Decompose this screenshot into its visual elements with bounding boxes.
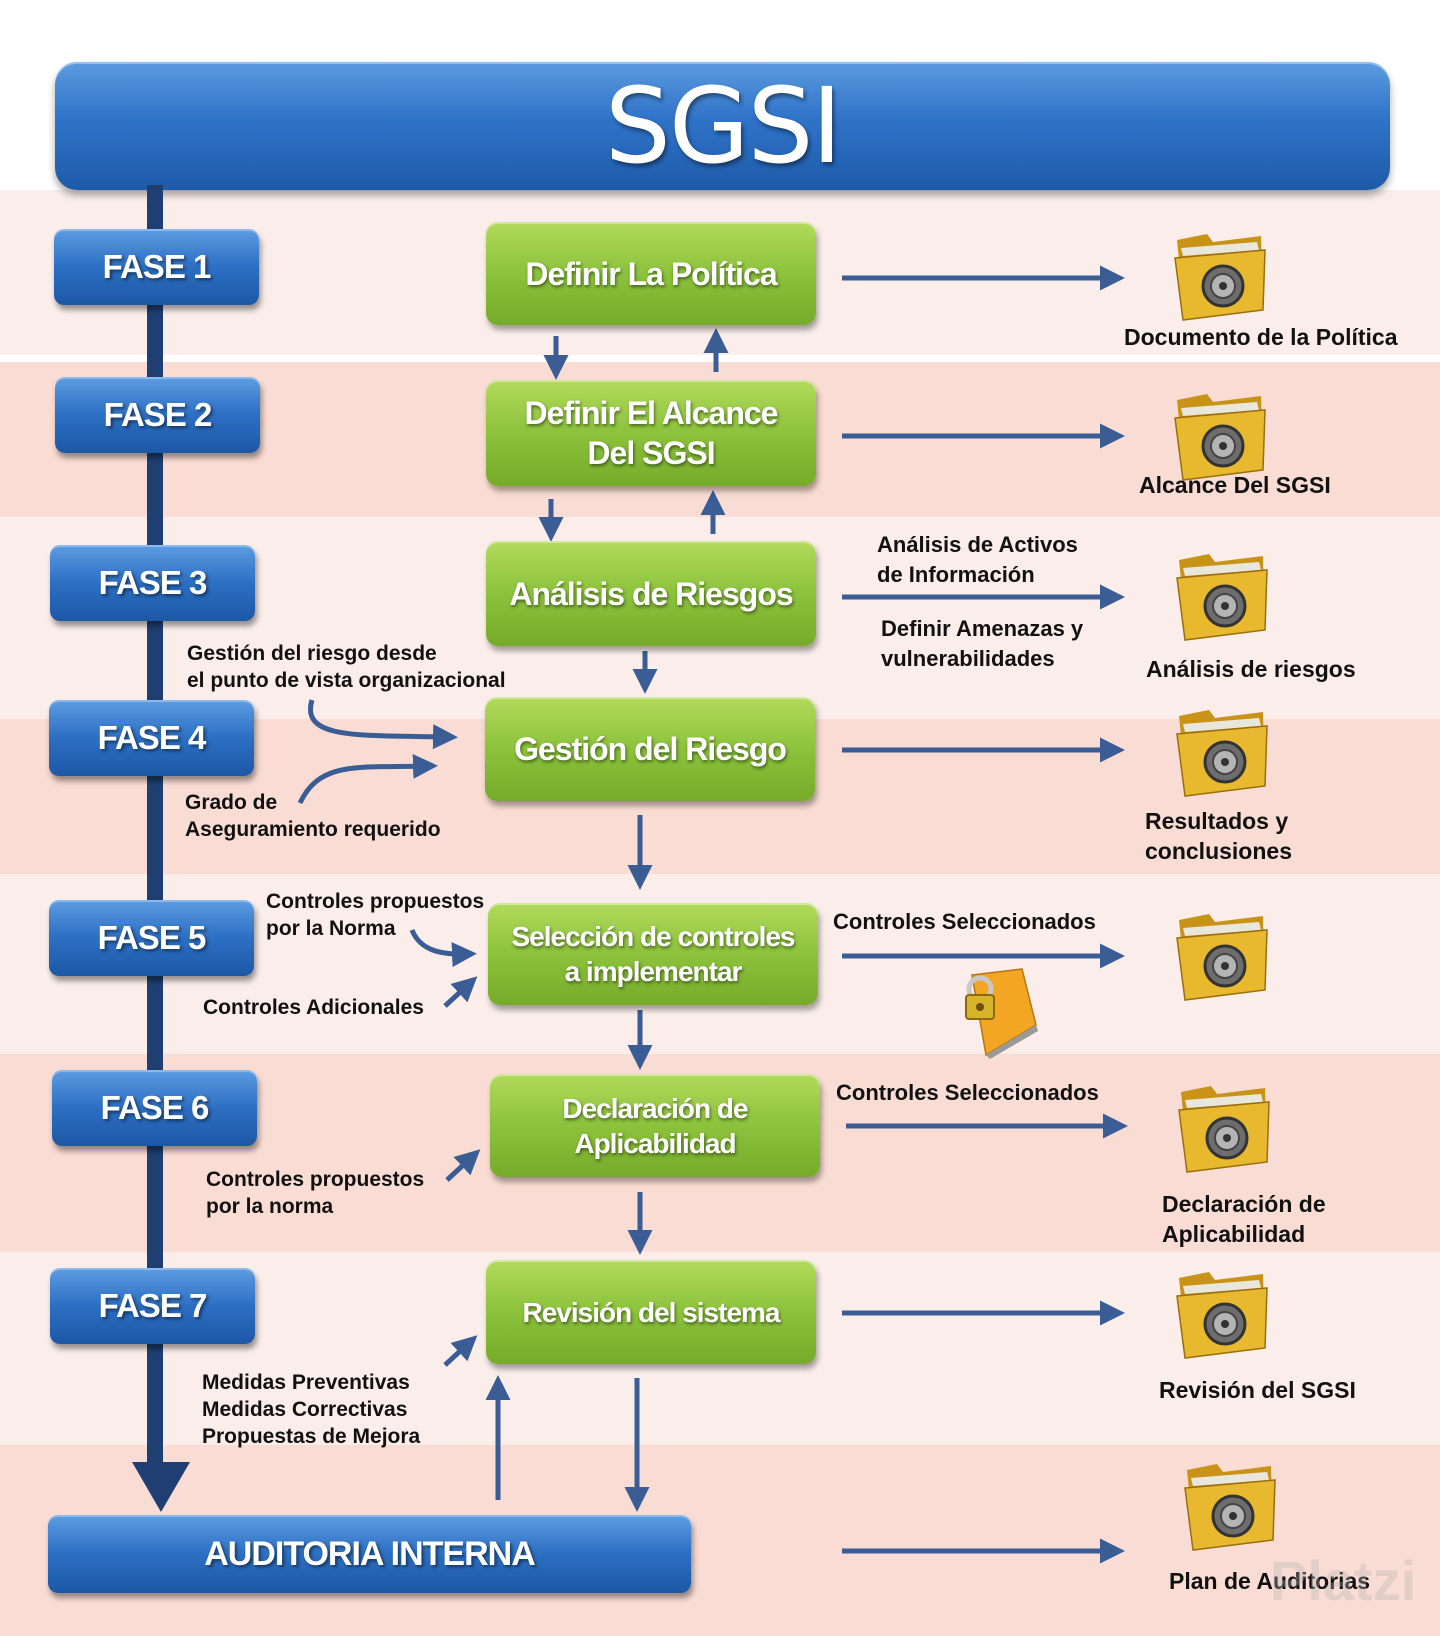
phase-5: FASE 5 (49, 900, 254, 976)
label-medidas-line-1: Medidas Preventivas (202, 1371, 410, 1394)
phase-1: FASE 1 (54, 229, 259, 305)
step-analisis-riesgos-line-1: Análisis de Riesgos (509, 575, 793, 612)
page-title: SGSI (604, 65, 842, 187)
output-resultados-conclusiones-line-1: Resultados y (1145, 808, 1289, 834)
watermark: Platzi (1270, 1549, 1417, 1612)
output-documento-politica-line-1: Documento de la Política (1124, 324, 1398, 350)
output-plan-auditorias: Plan de Auditorias (1169, 1566, 1370, 1596)
step-revision-sistema: Revisión del sistema (486, 1260, 816, 1364)
folder-safe-icon (1176, 914, 1268, 1001)
label-medidas-line-3: Propuestas de Mejora (202, 1425, 421, 1448)
folder-safe-icon (1184, 1464, 1276, 1551)
output-resultados-conclusiones: Resultados y conclusiones (1145, 806, 1292, 866)
step-analisis-riesgos: Análisis de Riesgos (486, 541, 816, 646)
step-declaracion-aplicabilidad-line-2: Aplicabilidad (574, 1127, 736, 1159)
step-declaracion-aplicabilidad: Declaración de Aplicabilidad (490, 1074, 820, 1177)
label-controles-seleccionados-6-line-1: Controles Seleccionados (836, 1080, 1099, 1105)
label-medidas-line-2: Medidas Correctivas (202, 1398, 408, 1421)
step-seleccion-controles-line-1: Selección de controles (511, 921, 796, 952)
label-analisis-activos-line-1: Análisis de Activos (877, 532, 1078, 557)
label-controles-propuestos-norma-line-2: por la Norma (266, 917, 396, 940)
lock-key-icon (965, 968, 1038, 1059)
output-analisis-riesgos-line-1: Análisis de riesgos (1146, 656, 1356, 682)
step-seleccion-controles-line-2: a implementar (564, 956, 743, 987)
label-controles-propuestos-norma-6: Controles propuestos por la norma (206, 1166, 424, 1220)
output-declaracion-aplicabilidad-line-1: Declaración de (1162, 1191, 1326, 1217)
folder-safe-icon (1174, 394, 1266, 481)
folder-safe-icon (1176, 554, 1268, 641)
step-revision-sistema-line-1: Revisión del sistema (522, 1296, 780, 1328)
phase-2: FASE 2 (55, 377, 260, 453)
label-gestion-riesgo-desde-line-2: el punto de vista organizacional (187, 669, 506, 692)
timeline-bar (147, 185, 163, 1467)
label-controles-propuestos-norma-line-1: Controles propuestos (266, 890, 485, 913)
label-medidas: Medidas Preventivas Medidas Correctivas … (202, 1369, 420, 1450)
auditoria-interna: AUDITORIA INTERNA (48, 1515, 691, 1593)
label-grado-aseguramiento: Grado de Aseguramiento requerido (185, 789, 441, 843)
label-analisis-activos: Análisis de Activos de Información (877, 530, 1078, 590)
output-alcance-sgsi-line-1: Alcance Del SGSI (1139, 472, 1331, 498)
step-definir-alcance-line-1: Definir El Alcance (524, 395, 779, 431)
output-revision-sgsi-line-1: Revisión del SGSI (1159, 1377, 1356, 1403)
output-revision-sgsi: Revisión del SGSI (1159, 1375, 1356, 1405)
step-gestion-riesgo: Gestión del Riesgo (485, 697, 815, 801)
label-controles-adicionales: Controles Adicionales (203, 994, 424, 1021)
sgsi-title-bar: SGSI (55, 62, 1390, 190)
phase-6: FASE 6 (52, 1070, 257, 1146)
label-grado-aseguramiento-line-1: Grado de (185, 791, 278, 814)
step-definir-politica: Definir La Política (486, 222, 816, 325)
label-controles-seleccionados-5: Controles Seleccionados (833, 908, 1096, 935)
label-controles-propuestos-norma-6-line-2: por la norma (206, 1195, 334, 1218)
step-definir-politica-line-1: Definir La Política (525, 255, 777, 292)
label-controles-seleccionados-5-line-1: Controles Seleccionados (833, 909, 1096, 934)
phase-3: FASE 3 (50, 545, 255, 621)
label-analisis-activos-line-2: de Información (877, 562, 1035, 587)
folder-safe-icon (1174, 234, 1266, 321)
folder-safe-icon (1176, 710, 1268, 797)
label-definir-amenazas-line-1: Definir Amenazas y (881, 616, 1084, 641)
timeline-arrowhead (132, 1462, 190, 1512)
output-documento-politica: Documento de la Política (1124, 322, 1398, 352)
output-resultados-conclusiones-line-2: conclusiones (1145, 838, 1292, 864)
label-controles-propuestos-norma-6-line-1: Controles propuestos (206, 1168, 425, 1191)
step-definir-alcance: Definir El Alcance Del SGSI (486, 380, 816, 486)
folder-safe-icon (1178, 1086, 1270, 1173)
phase-4: FASE 4 (49, 700, 254, 776)
label-definir-amenazas: Definir Amenazas y vulnerabilidades (881, 614, 1083, 674)
label-definir-amenazas-line-2: vulnerabilidades (881, 646, 1055, 671)
folder-safe-icon (1176, 1272, 1268, 1359)
step-definir-alcance-line-2: Del SGSI (587, 435, 715, 471)
output-declaracion-aplicabilidad-line-2: Aplicabilidad (1162, 1221, 1306, 1247)
output-declaracion-aplicabilidad: Declaración de Aplicabilidad (1162, 1189, 1326, 1249)
output-plan-auditorias-line-1: Plan de Auditorias (1169, 1568, 1371, 1594)
label-gestion-riesgo-desde-line-1: Gestión del riesgo desde (187, 642, 437, 665)
label-gestion-riesgo-desde: Gestión del riesgo desde el punto de vis… (187, 640, 506, 694)
label-controles-propuestos-norma: Controles propuestos por la Norma (266, 888, 484, 942)
label-controles-seleccionados-6: Controles Seleccionados (836, 1079, 1099, 1106)
output-alcance-sgsi: Alcance Del SGSI (1139, 470, 1331, 500)
step-declaracion-aplicabilidad-line-1: Declaración de (562, 1092, 748, 1124)
step-gestion-riesgo-line-1: Gestión del Riesgo (514, 731, 787, 767)
label-controles-adicionales-line-1: Controles Adicionales (203, 996, 424, 1019)
phase-7: FASE 7 (50, 1268, 255, 1344)
step-seleccion-controles: Selección de controles a implementar (488, 903, 818, 1005)
label-grado-aseguramiento-line-2: Aseguramiento requerido (185, 818, 441, 841)
output-analisis-riesgos: Análisis de riesgos (1146, 654, 1356, 684)
